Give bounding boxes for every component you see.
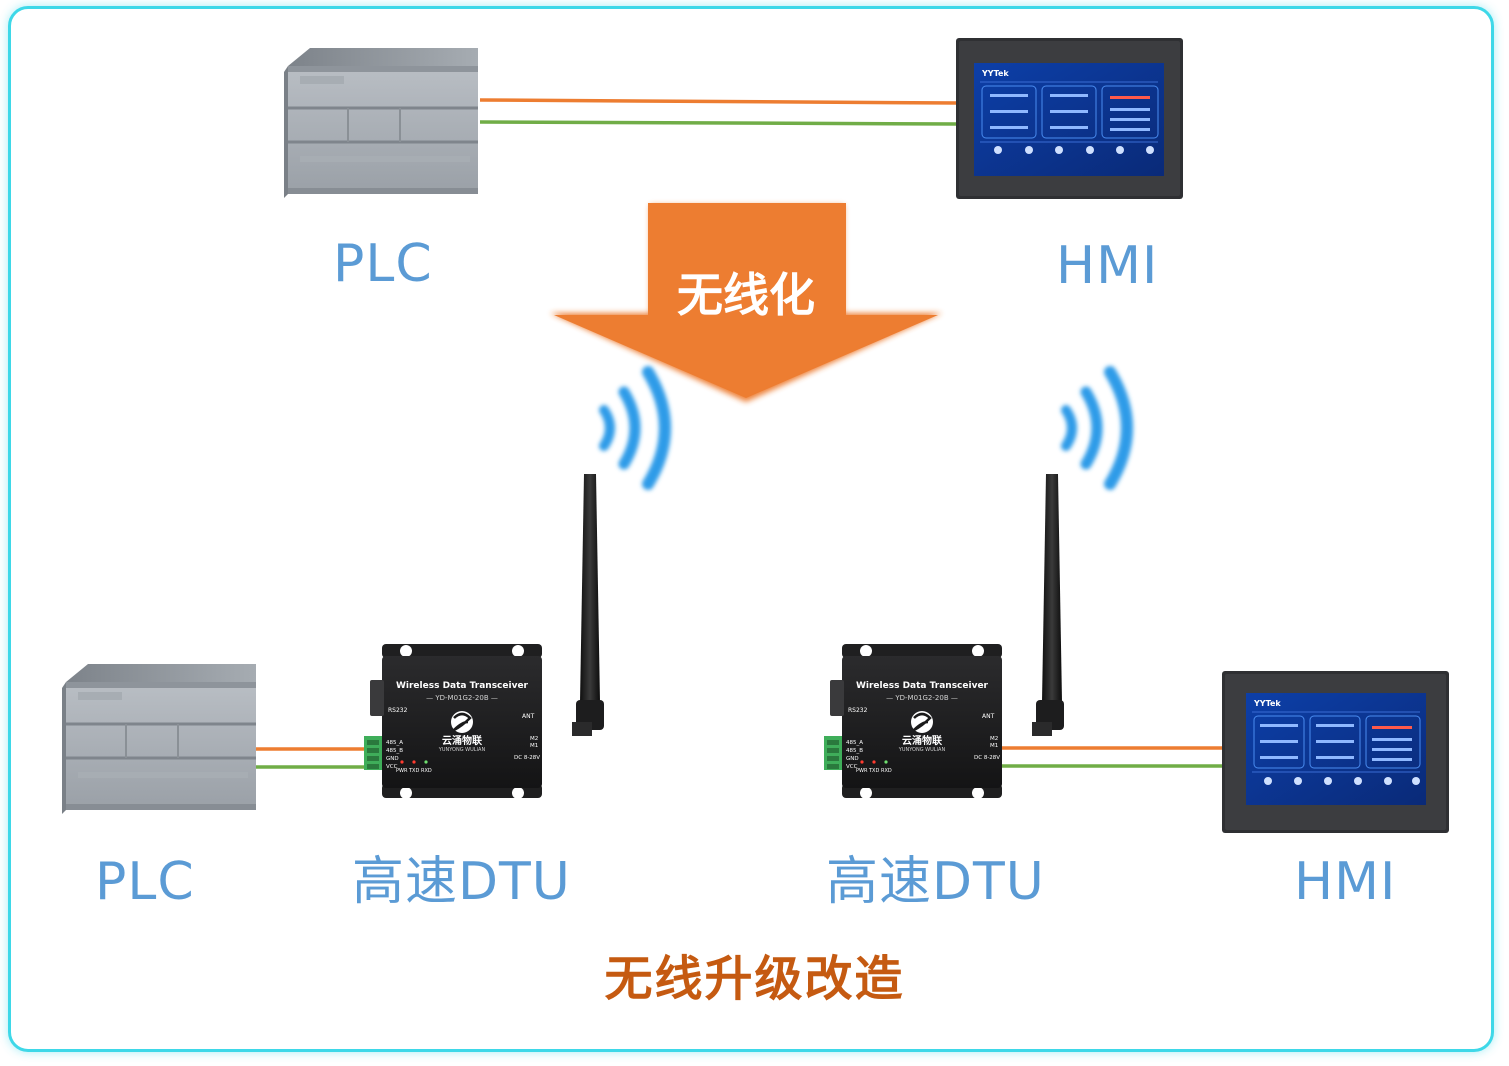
plc-bottom-label: PLC: [95, 852, 195, 912]
wifi-signal-left-icon: [599, 366, 671, 490]
dtu-left-model: — YD-M01G2-20B —: [426, 694, 498, 702]
dtu-right-title: Wireless Data Transceiver: [856, 681, 989, 691]
dtu-right-brand-cn: 云涌物联: [902, 734, 942, 747]
dtu-left-port-rs232: RS232: [388, 707, 408, 714]
plc-bottom-device: [60, 662, 258, 816]
hmi-top-device: YYTek: [956, 38, 1183, 199]
dtu-right-model: — YD-M01G2-20B —: [886, 694, 958, 702]
arrow-label: 无线化: [677, 268, 815, 322]
dtu-left-led-pwr: PWR: [396, 768, 408, 774]
hmi-bottom-brand: YYTek: [1253, 699, 1281, 708]
dtu-right-logo-icon: [911, 711, 933, 733]
hmi-bottom-label: HMI: [1294, 852, 1397, 912]
dtu-right-switch-m2: M2: [990, 736, 998, 742]
dtu-left-switch-m2: M2: [530, 736, 538, 742]
dtu-left-brand-en: YUNYONG WULIAN: [438, 747, 486, 753]
dtu-right-device: Wireless Data Transceiver — YD-M01G2-20B…: [824, 474, 1064, 799]
dtu-left-label: 高速DTU: [352, 852, 571, 912]
dtu-left-led-txd: TXD: [408, 768, 419, 774]
dtu-left-device: Wireless Data Transceiver — YD-M01G2-20B…: [364, 474, 604, 799]
hmi-top-label: HMI: [1056, 236, 1159, 296]
wireless-arrow: [550, 203, 942, 402]
dtu-left-term-485b: 485_B: [386, 748, 403, 754]
wire-top-green: [479, 120, 959, 126]
hmi-top-brand: YYTek: [981, 69, 1009, 78]
dtu-left-power: DC 8-28V: [514, 755, 540, 761]
dtu-right-led-pwr: PWR: [856, 768, 868, 774]
wire-top-orange: [479, 98, 959, 105]
dtu-right-term-485b: 485_B: [846, 748, 863, 754]
dtu-right-switch-m1: M1: [990, 743, 998, 749]
dtu-right-label: 高速DTU: [826, 852, 1045, 912]
dtu-left-logo-icon: [451, 711, 473, 733]
dtu-left-port-ant: ANT: [522, 713, 535, 720]
dtu-right-term-vcc: VCC: [846, 764, 858, 770]
dtu-left-brand-cn: 云涌物联: [442, 734, 482, 747]
dtu-right-port-ant: ANT: [982, 713, 995, 720]
dtu-left-switch-m1: M1: [530, 743, 538, 749]
dtu-right-term-485a: 485_A: [846, 740, 863, 746]
footer-title: 无线升级改造: [604, 951, 905, 1007]
dtu-left-title: Wireless Data Transceiver: [396, 681, 529, 691]
dtu-right-term-gnd: GND: [846, 756, 859, 762]
dtu-right-led-txd: TXD: [868, 768, 879, 774]
dtu-left-term-gnd: GND: [386, 756, 399, 762]
hmi-bottom-device: YYTek: [1222, 671, 1449, 833]
dtu-right-port-rs232: RS232: [848, 707, 868, 714]
wifi-signal-right-icon: [1061, 366, 1133, 490]
dtu-left-led-rxd: RXD: [421, 768, 432, 774]
dtu-left-term-vcc: VCC: [386, 764, 398, 770]
dtu-right-led-rxd: RXD: [881, 768, 892, 774]
plc-top-label: PLC: [333, 234, 433, 294]
plc-top-device: [282, 46, 480, 200]
dtu-right-brand-en: YUNYONG WULIAN: [898, 747, 946, 753]
dtu-right-power: DC 8-28V: [974, 755, 1000, 761]
dtu-left-term-485a: 485_A: [386, 740, 403, 746]
diagram-frame: [8, 6, 1494, 1052]
